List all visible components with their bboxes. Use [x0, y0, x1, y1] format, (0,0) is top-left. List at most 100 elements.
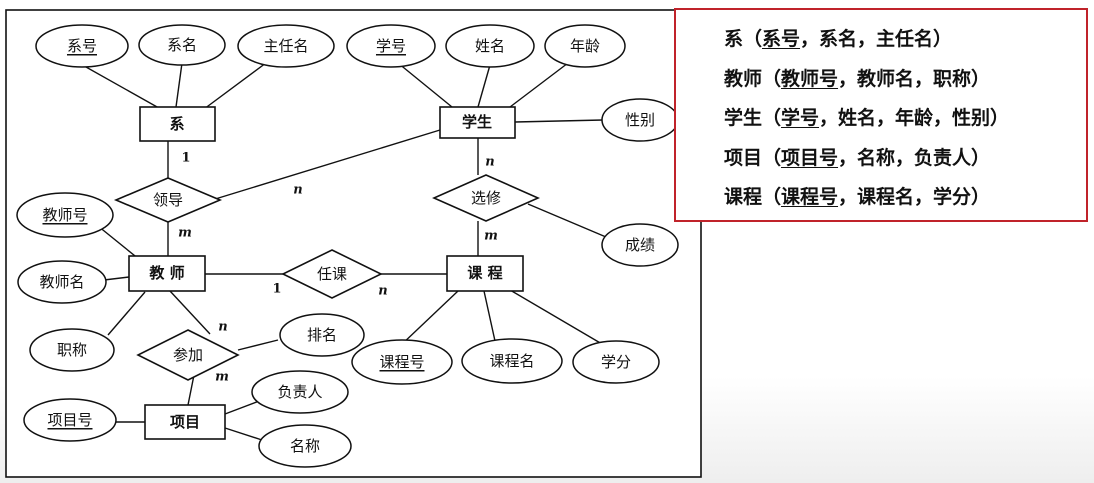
entity-course[interactable]: 课 程 [446, 255, 524, 292]
line-dept-name [175, 62, 183, 108]
relationship-elective[interactable]: 选修 [432, 174, 540, 222]
relationship-teach-label: 任课 [317, 265, 347, 283]
schema-dept-prefix: 系（ [724, 28, 763, 50]
relationship-teach[interactable]: 任课 [281, 249, 383, 299]
entity-course-label: 课 程 [467, 264, 502, 282]
attribute-crs-no[interactable]: 课程号 [351, 339, 453, 385]
cardinality-lead-student: n [293, 183, 302, 198]
cardinality-dept-lead: 1 [181, 151, 190, 166]
line-proj-name [224, 427, 263, 441]
schema-course: 课程（课程号，课程名，学分） [724, 178, 1086, 218]
schema-teacher-prefix: 教师（ [724, 67, 782, 90]
attribute-proj-lead-label: 负责人 [277, 383, 322, 401]
attribute-dept-name-label: 系名 [167, 36, 197, 54]
line-stu-age [509, 59, 573, 108]
schema-course-prefix: 课程（ [724, 186, 782, 208]
schema-student-prefix: 学生（ [724, 107, 782, 129]
attribute-proj-lead[interactable]: 负责人 [251, 370, 349, 414]
schema-student: 学生（学号，姓名，年龄，性别） [724, 99, 1086, 139]
attribute-proj-no[interactable]: 项目号 [23, 398, 117, 442]
line-stu-sex [514, 119, 604, 123]
attribute-dept-no-label: 系号 [67, 37, 97, 55]
attribute-credit-label: 学分 [601, 353, 631, 371]
attribute-dept-no[interactable]: 系号 [35, 24, 129, 68]
schema-dept: 系（系号，系名，主任名） [724, 20, 1086, 60]
entity-student-label: 学生 [462, 113, 492, 131]
line-tea-name [103, 276, 130, 281]
schema-student-key: 学号 [781, 107, 820, 129]
attribute-stu-no[interactable]: 学号 [346, 24, 436, 68]
line-proj-lead [224, 399, 263, 415]
attribute-proj-name[interactable]: 名称 [258, 424, 352, 468]
attribute-stu-no-label: 学号 [376, 37, 406, 55]
line-teacher-join [169, 290, 211, 335]
attribute-stu-sex[interactable]: 性别 [601, 98, 679, 142]
attribute-credit[interactable]: 学分 [572, 340, 660, 384]
attribute-stu-name[interactable]: 姓名 [445, 24, 535, 68]
relationship-lead[interactable]: 领导 [113, 177, 223, 223]
cardinality-elective-course: m [484, 229, 498, 244]
attribute-proj-name-label: 名称 [290, 437, 320, 455]
entity-dept[interactable]: 系 [139, 106, 216, 142]
attribute-crs-name[interactable]: 课程名 [461, 338, 563, 384]
entity-teacher[interactable]: 教 师 [128, 255, 206, 292]
attribute-tea-no[interactable]: 教师号 [16, 192, 114, 238]
cardinality-labels: 1 m n n m 1 n n m [178, 151, 498, 385]
schema-teacher-key: 教师号 [781, 67, 839, 90]
line-crs-no [399, 290, 459, 347]
schema-dept-key: 系号 [762, 28, 801, 50]
attribute-stu-age[interactable]: 年龄 [544, 24, 626, 68]
entity-teacher-label: 教 师 [148, 264, 184, 282]
attribute-rank[interactable]: 排名 [279, 313, 365, 357]
attribute-tea-title-label: 职称 [57, 341, 87, 359]
line-lead-student [211, 129, 441, 201]
cardinality-join-project: m [215, 370, 229, 385]
attribute-tea-no-label: 教师号 [42, 206, 87, 224]
attribute-proj-no-label: 项目号 [47, 411, 92, 429]
cardinality-student-elective: n [485, 155, 494, 170]
schema-project-key: 项目号 [781, 146, 839, 169]
line-join-rank [237, 339, 279, 351]
schema-teacher-rest: ，教师名，职称） [838, 67, 991, 90]
attribute-tea-title[interactable]: 职称 [29, 328, 115, 372]
schema-student-rest: ，姓名，年龄，性别） [819, 107, 1010, 129]
schema-teacher: 教师（教师号，教师名，职称） [724, 60, 1086, 100]
entity-dept-label: 系 [169, 115, 184, 133]
relationship-lead-label: 领导 [153, 191, 183, 209]
cardinality-teacher-teach: 1 [272, 282, 281, 297]
line-dept-head [199, 59, 271, 113]
attribute-dept-name[interactable]: 系名 [138, 24, 226, 66]
attribute-grade[interactable]: 成绩 [601, 223, 679, 267]
schema-project-prefix: 项目（ [724, 146, 782, 169]
cardinality-teach-course: n [378, 284, 387, 299]
line-stu-name [477, 64, 491, 108]
line-credit [504, 286, 603, 345]
cardinality-lead-teacher: m [178, 226, 192, 241]
attribute-rank-label: 排名 [307, 326, 337, 344]
line-join-project [187, 374, 195, 406]
schema-dept-rest: ，系名，主任名） [800, 28, 953, 50]
attribute-tea-name[interactable]: 教师名 [17, 260, 107, 304]
attribute-dept-head[interactable]: 主任名 [237, 24, 335, 68]
relationship-join[interactable]: 参加 [136, 329, 240, 381]
attribute-grade-label: 成绩 [625, 236, 655, 254]
relationship-elective-label: 选修 [471, 189, 501, 207]
line-elective-grade [527, 203, 607, 238]
connection-lines [69, 57, 607, 441]
line-crs-name [483, 290, 496, 342]
schema-course-key: 课程号 [781, 186, 839, 208]
cardinality-join-rank: n [218, 320, 227, 335]
line-tea-title [107, 291, 146, 336]
entity-project[interactable]: 项目 [144, 404, 226, 440]
relationship-join-label: 参加 [173, 346, 203, 364]
schema-project-rest: ，名称，负责人） [838, 146, 991, 169]
attribute-stu-name-label: 姓名 [475, 37, 505, 55]
schema-project: 项目（项目号，名称，负责人） [724, 139, 1086, 179]
attribute-crs-no-label: 课程号 [379, 353, 424, 371]
entity-student[interactable]: 学生 [439, 106, 516, 139]
attribute-stu-age-label: 年龄 [570, 37, 600, 55]
attribute-stu-sex-label: 性别 [625, 111, 655, 129]
attribute-crs-name-label: 课程名 [489, 352, 534, 370]
schema-course-rest: ，课程名，学分） [838, 186, 991, 208]
